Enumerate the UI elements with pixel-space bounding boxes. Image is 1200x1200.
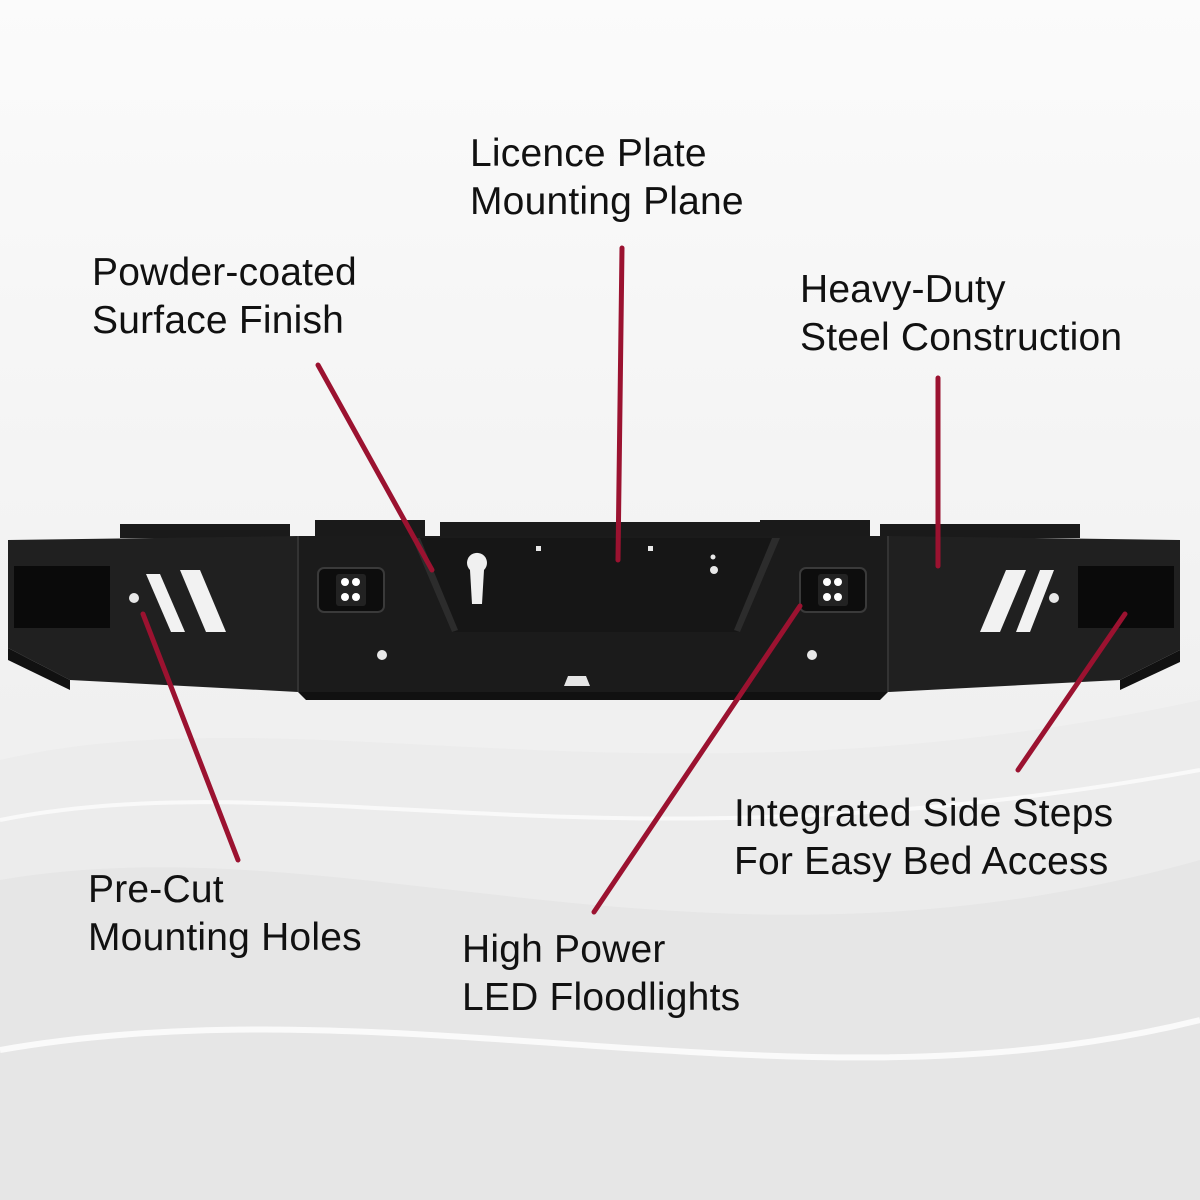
callout-side-steps: Integrated Side Steps For Easy Bed Acces…: [734, 790, 1113, 886]
leader-lines: [140, 245, 1128, 915]
callout-heavy-duty: Heavy-Duty Steel Construction: [800, 266, 1122, 362]
callout-powder-coated: Powder-coated Surface Finish: [92, 249, 357, 345]
leader-line-floodlights: [591, 603, 803, 915]
callout-licence-plate: Licence Plate Mounting Plane: [470, 130, 744, 226]
callout-licence-plate-line-2: Mounting Plane: [470, 180, 744, 223]
callout-side-steps-line-1: Integrated Side Steps: [734, 792, 1114, 835]
callout-mounting-holes: Pre-Cut Mounting Holes: [88, 866, 362, 962]
led-floodlight-right: [799, 567, 867, 613]
mounting-holes: [129, 546, 1059, 660]
top-brackets: [120, 520, 1080, 538]
callout-floodlights-line-2: LED Floodlights: [462, 976, 741, 1019]
side-step-slots: [146, 570, 1054, 632]
callout-heavy-duty-line-2: Steel Construction: [800, 316, 1123, 359]
leader-line-licence-plate: [615, 245, 625, 563]
callout-floodlights-line-1: High Power: [462, 928, 666, 971]
callout-powder-coated-line-2: Surface Finish: [92, 299, 345, 342]
callout-licence-plate-line-1: Licence Plate: [470, 132, 707, 175]
led-floodlight-left: [317, 567, 385, 613]
callout-mounting-holes-line-1: Pre-Cut: [88, 868, 224, 911]
leader-line-side-steps: [1015, 611, 1128, 773]
callout-floodlights: High Power LED Floodlights: [462, 926, 740, 1022]
leader-line-powder-coated: [315, 362, 435, 573]
bumper-body: [8, 536, 1180, 700]
callout-side-steps-line-2: For Easy Bed Access: [734, 840, 1109, 883]
leader-line-mounting-holes: [140, 611, 241, 863]
callout-heavy-duty-line-1: Heavy-Duty: [800, 268, 1006, 311]
callout-mounting-holes-line-2: Mounting Holes: [88, 916, 362, 959]
hitch-opening: [467, 552, 590, 686]
callout-powder-coated-line-1: Powder-coated: [92, 251, 357, 294]
